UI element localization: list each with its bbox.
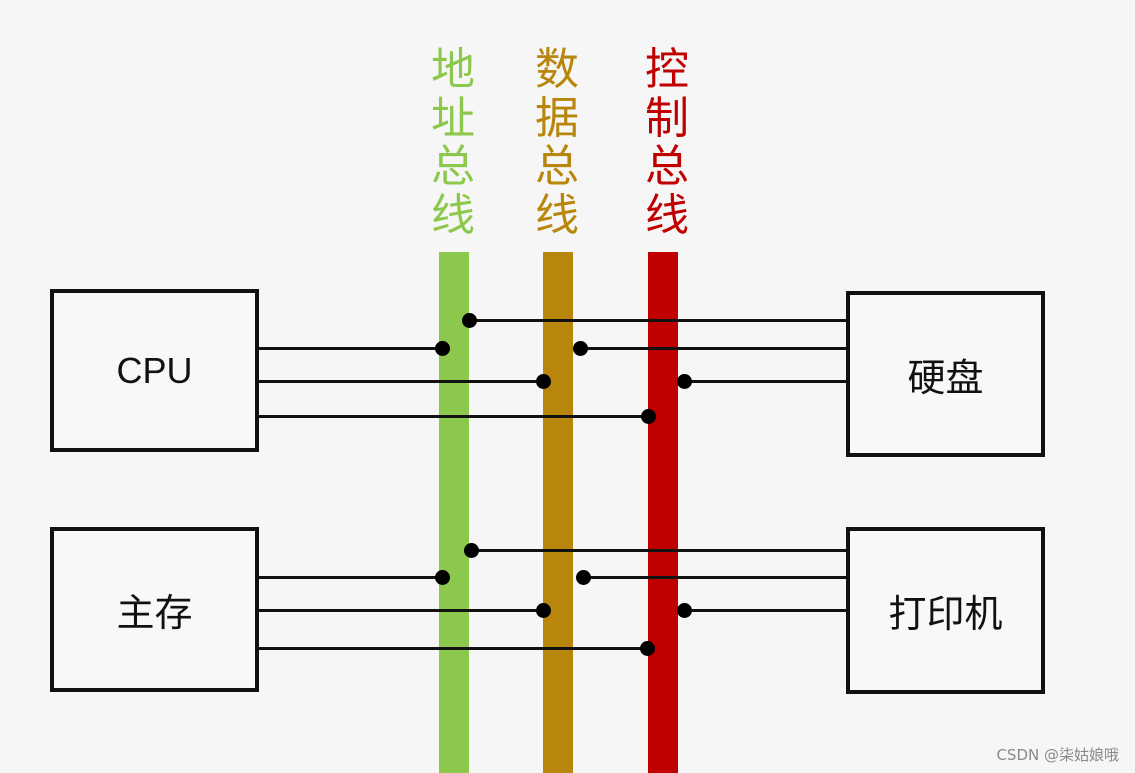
- control-bus-label: 控制总线: [645, 44, 689, 241]
- disk-control-junction-dot: [677, 374, 692, 389]
- address-bus: [439, 252, 469, 773]
- watermark: CSDN @柒姑娘哦: [996, 746, 1119, 764]
- memory-control-junction-dot: [640, 641, 655, 656]
- cpu-address-junction-dot: [435, 341, 450, 356]
- memory-data-wire: [258, 609, 543, 612]
- cpu-box: CPU: [50, 289, 259, 452]
- memory-data-junction-dot: [536, 603, 551, 618]
- cpu-control-junction-dot: [641, 409, 656, 424]
- printer-address-wire: [471, 549, 848, 552]
- data-bus: [543, 252, 573, 773]
- cpu-address-wire: [258, 347, 442, 350]
- memory-address-wire: [258, 576, 442, 579]
- memory-label: 主存: [116, 591, 193, 635]
- cpu-data-wire: [258, 380, 543, 383]
- printer-data-junction-dot: [576, 570, 591, 585]
- printer-data-wire: [583, 576, 848, 579]
- cpu-control-wire: [258, 415, 648, 418]
- printer-label: 打印机: [888, 592, 1003, 636]
- memory-box: 主存: [50, 527, 259, 692]
- disk-label: 硬盘: [907, 355, 984, 400]
- disk-address-wire: [469, 319, 848, 322]
- address-bus-label: 地址总线: [431, 44, 475, 241]
- disk-data-junction-dot: [573, 341, 588, 356]
- disk-data-wire: [580, 347, 848, 350]
- printer-control-junction-dot: [677, 603, 692, 618]
- printer-address-junction-dot: [464, 543, 479, 558]
- printer-control-wire: [684, 609, 848, 612]
- memory-control-wire: [258, 647, 647, 650]
- disk-box: 硬盘: [846, 291, 1045, 457]
- printer-box: 打印机: [846, 527, 1045, 694]
- disk-control-wire: [684, 380, 848, 383]
- control-bus: [648, 252, 678, 773]
- cpu-data-junction-dot: [536, 374, 551, 389]
- data-bus-label: 数据总线: [535, 44, 579, 241]
- disk-address-junction-dot: [462, 313, 477, 328]
- memory-address-junction-dot: [435, 570, 450, 585]
- cpu-label: CPU: [116, 349, 193, 391]
